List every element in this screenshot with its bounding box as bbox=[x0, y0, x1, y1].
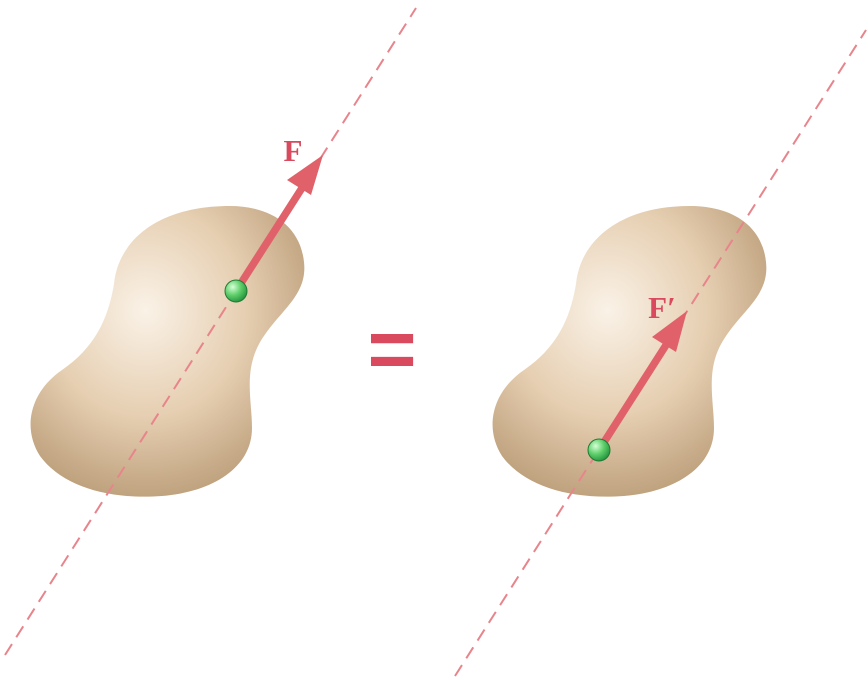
force-arrow-head-icon bbox=[287, 155, 323, 195]
point-of-application-icon bbox=[587, 438, 611, 462]
force-arrow-head-icon bbox=[652, 311, 687, 352]
force-arrow-shaft bbox=[595, 339, 672, 453]
force-label-F: F bbox=[284, 133, 303, 168]
right-panel: F′ bbox=[454, 29, 867, 677]
equals-sign: = bbox=[367, 302, 416, 396]
line-of-action-icon bbox=[4, 7, 417, 656]
rigid-body-icon bbox=[30, 206, 305, 497]
force-arrow-shaft bbox=[232, 185, 306, 294]
force-label-F-prime: F′ bbox=[648, 290, 676, 325]
point-of-application-icon bbox=[224, 279, 248, 303]
rigid-body-icon bbox=[492, 206, 767, 497]
left-panel: F bbox=[4, 7, 417, 656]
